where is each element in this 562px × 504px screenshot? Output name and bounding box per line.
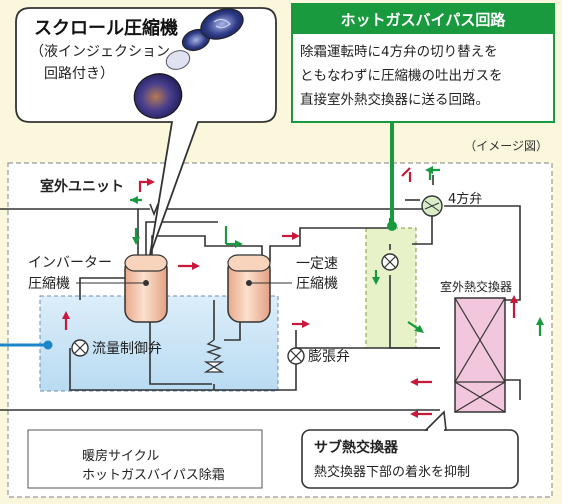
legend-box — [27, 429, 263, 489]
solenoid-valve-icon — [203, 339, 225, 373]
bypass-zone — [365, 227, 417, 349]
compressor-callout-title: スクロール圧縮機 — [34, 18, 178, 39]
fixed-compressor-label-1: 一定速 — [296, 256, 338, 272]
sub-heat-exchanger-description: 熱交換器下部の着氷を抑制 — [314, 464, 470, 480]
bypass-callout-title: ホットガスバイパス回路 — [292, 4, 554, 34]
expansion-valve-icon — [287, 347, 305, 365]
bypass-callout-line-3: 直接室外熱交換器に送る回路。 — [300, 92, 489, 108]
heating-arrowheads — [62, 178, 518, 459]
outdoor-unit-label: 室外ユニット — [40, 178, 124, 195]
sub-heat-exchanger-callout — [301, 429, 519, 489]
image-note: （イメージ図） — [464, 139, 548, 153]
expansion-valve-label: 膨張弁 — [308, 348, 350, 365]
compressor-callout — [15, 7, 277, 256]
sub-heat-exchanger-title: サブ熱交換器 — [314, 439, 399, 456]
defrost-arrowheads — [68, 166, 544, 478]
outdoor-heat-exchanger-label: 室外熱交換器 — [440, 279, 512, 294]
fixed-compressor-label-2: 圧縮機 — [296, 276, 338, 292]
legend-heating-label: 暖房サイクル — [82, 448, 159, 464]
pointer-dot — [43, 340, 53, 350]
compressor-callout-subtitle-2: 回路付き） — [44, 66, 114, 82]
scroll-compressor-illustration — [133, 8, 244, 119]
inverter-compressor-label-2: 圧縮機 — [28, 276, 70, 292]
four-way-valve-label: 4方弁 — [448, 191, 482, 207]
outdoor-heat-exchanger — [454, 297, 506, 413]
flow-control-valve-label: 流量制御弁 — [92, 341, 162, 357]
bypass-callout-line-1: 除霜運転時に4方弁の切り替えを — [300, 44, 498, 60]
bypass-valve-icon — [381, 253, 399, 271]
bypass-callout-line-2: ともなわずに圧縮機の吐出ガスを — [300, 68, 503, 84]
compressor-callout-subtitle-1: （液インジェクション — [30, 44, 170, 60]
legend-defrost-label: ホットガスバイパス除霜 — [82, 468, 225, 483]
flow-control-valve-icon — [71, 339, 89, 357]
inverter-compressor-label-1: インバーター — [28, 255, 112, 271]
